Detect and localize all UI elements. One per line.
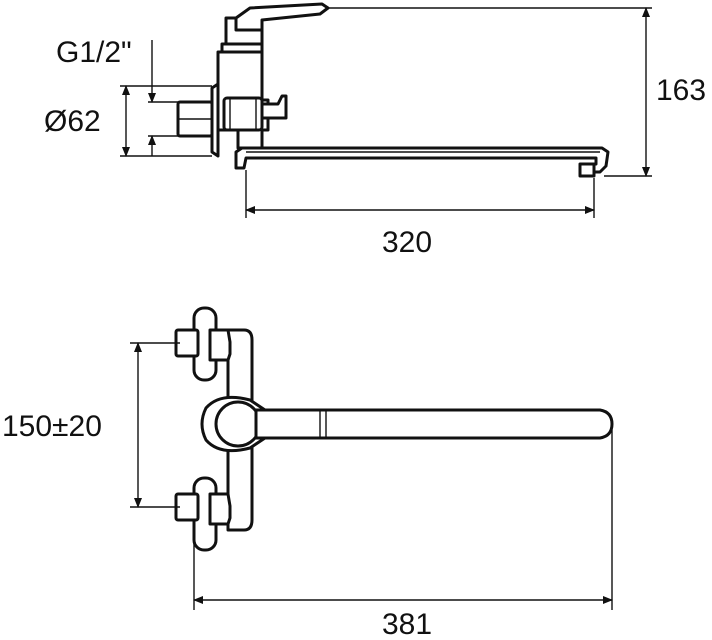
front-spout <box>254 408 614 440</box>
center-distance-label: 150±20 <box>2 410 102 443</box>
spout-outlet <box>578 162 596 178</box>
side-view: G1/2" Ø62 163 320 <box>44 2 706 259</box>
mixer-dial <box>214 400 262 448</box>
front-view: 150±20 381 <box>2 306 614 640</box>
diverter-knob <box>260 94 288 120</box>
lever-handle <box>234 2 330 32</box>
lower-nut <box>208 492 232 526</box>
overall-width-label: 381 <box>382 608 432 640</box>
thread-dimension-label: G1/2" <box>56 36 132 69</box>
flange-diameter-label: Ø62 <box>44 105 101 138</box>
upper-nut <box>208 328 232 362</box>
height-dimension-label: 163 <box>656 74 706 107</box>
spout-length-label: 320 <box>382 226 432 259</box>
